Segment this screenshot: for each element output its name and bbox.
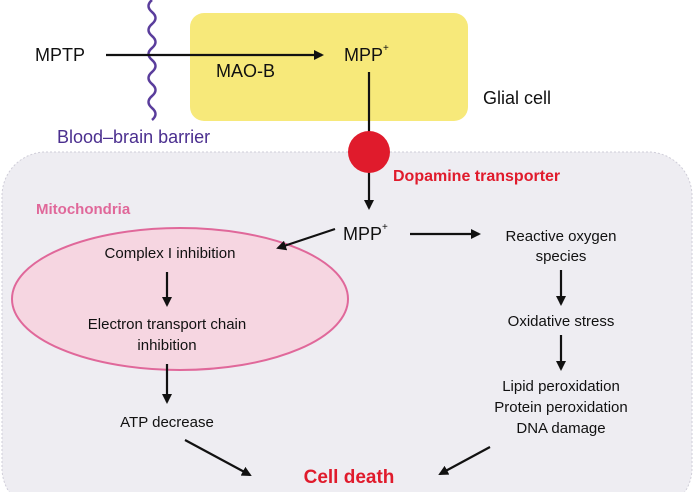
mpp-neuron-text: MPP: [343, 224, 383, 244]
etc-inhibition-line2: inhibition: [137, 337, 197, 354]
mpp-neuron-charge: +: [382, 222, 388, 233]
complex-i-inhibition-label: Complex I inhibition: [104, 245, 236, 262]
mpp-glial-text: MPP: [344, 45, 384, 65]
arrow-damage-to-death: [438, 446, 491, 475]
mitochondrion-shape: [11, 227, 349, 371]
lipid-peroxidation-label: Lipid peroxidation: [502, 378, 620, 395]
protein-peroxidation-label: Protein peroxidation: [494, 399, 628, 416]
etc-inhibition-line1: Electron transport chain: [87, 316, 247, 333]
mpp-neuron-label: MPP+: [343, 222, 388, 245]
blood-brain-barrier-label: Blood–brain barrier: [57, 127, 211, 147]
glial-cell-label: Glial cell: [483, 88, 552, 108]
mptp-label: MPTP: [35, 45, 86, 65]
mpp-glial-charge: +: [383, 43, 389, 54]
blood-brain-barrier-line: [147, 0, 157, 121]
ros-line2: species: [535, 248, 587, 265]
atp-decrease-label: ATP decrease: [120, 414, 214, 431]
arrow-mpp-to-complex-i: [276, 227, 336, 251]
mitochondria-label: Mitochondria: [36, 201, 131, 218]
oxidative-stress-label: Oxidative stress: [507, 313, 615, 330]
dopamine-transporter-icon: [348, 131, 390, 173]
dopamine-transporter-label: Dopamine transporter: [393, 168, 561, 185]
ros-line1: Reactive oxygen: [505, 228, 617, 245]
arrow-atp-to-death: [184, 439, 252, 476]
mao-b-label: MAO-B: [216, 61, 276, 81]
cell-death-label: Cell death: [303, 467, 395, 488]
glial-cell-region: [190, 13, 468, 121]
dna-damage-label: DNA damage: [516, 420, 606, 437]
mpp-glial-label: MPP+: [344, 43, 389, 66]
